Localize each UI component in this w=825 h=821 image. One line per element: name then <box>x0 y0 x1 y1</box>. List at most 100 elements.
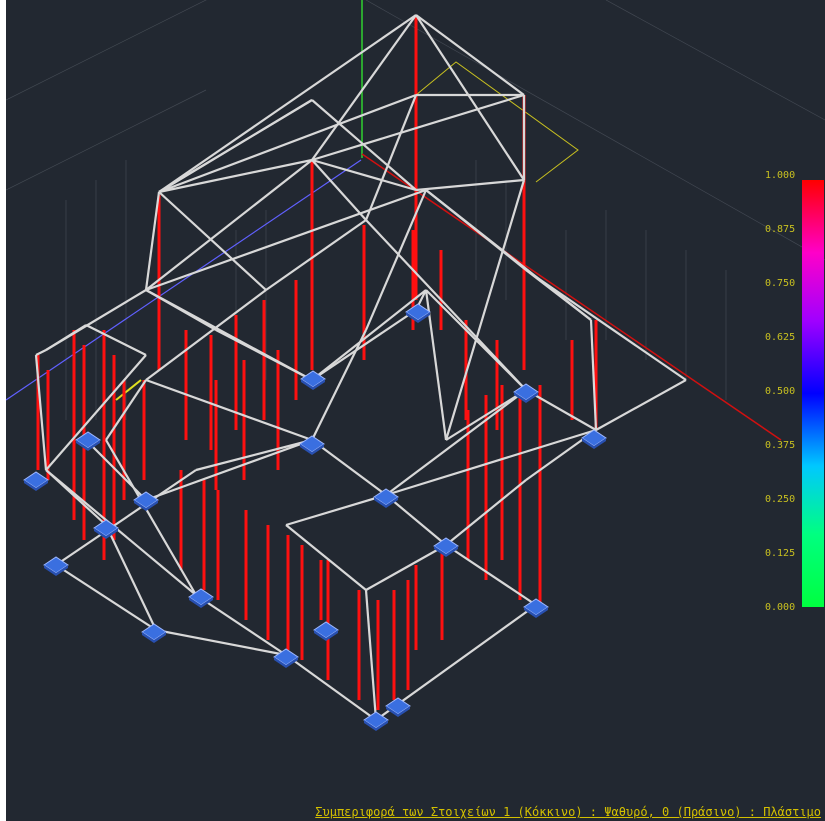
frame-member <box>364 94 418 221</box>
frame-member <box>445 544 537 606</box>
frame-member <box>145 289 267 381</box>
frame-member <box>158 93 417 194</box>
frame-member <box>195 438 313 472</box>
coordinate-axes <box>6 0 782 441</box>
support-footing-base <box>301 379 325 390</box>
support-footing-base <box>406 312 430 323</box>
frame-member <box>445 389 527 441</box>
frame-member <box>155 628 287 657</box>
support-footing <box>405 303 431 321</box>
frame-member <box>311 93 525 162</box>
frame-member <box>105 524 157 631</box>
support-footing-base <box>314 630 338 641</box>
frame-member <box>385 494 447 546</box>
legend-tick-label: 0.750 <box>765 278 796 289</box>
legend-tick-label: 0.625 <box>765 332 796 343</box>
legend-tick-label: 0.875 <box>765 224 796 235</box>
legend-tick-label: 0.500 <box>765 386 796 397</box>
selection-outline <box>415 61 579 183</box>
3d-model-canvas[interactable]: 1.000 0.875 0.750 0.625 0.500 0.375 0.25… <box>6 0 825 821</box>
support-footing-base <box>142 632 166 643</box>
ground-grid <box>6 0 825 420</box>
support-footing-base <box>374 497 398 508</box>
support-footing <box>385 697 411 715</box>
frame-member <box>55 469 197 566</box>
support-footing-base <box>524 607 548 618</box>
frame-member <box>55 564 157 631</box>
yellow-member <box>115 379 142 401</box>
frame-member <box>105 439 197 596</box>
frame-members-group <box>34 14 687 721</box>
frame-member <box>525 269 687 381</box>
support-footing-base <box>300 444 324 455</box>
frame-member <box>45 469 197 596</box>
frame-member <box>158 191 267 291</box>
support-footing-base <box>434 546 458 557</box>
support-footing <box>273 648 299 666</box>
frame-member <box>215 329 313 381</box>
frame-member <box>365 219 527 391</box>
support-footing-base <box>386 706 410 717</box>
frame-member <box>285 654 377 721</box>
support-footing <box>299 435 325 453</box>
frame-member <box>311 159 367 221</box>
support-footing <box>23 471 49 489</box>
frame-member <box>145 438 313 502</box>
frame-member <box>35 349 47 356</box>
frame-member <box>158 14 417 193</box>
legend-tick-label: 0.125 <box>765 548 796 559</box>
frame-member <box>311 14 417 161</box>
frame-member <box>158 158 313 194</box>
frame-member <box>85 439 147 501</box>
frame-member <box>145 378 313 442</box>
columns-group <box>36 15 598 710</box>
frame-member <box>444 179 526 441</box>
frame-member <box>425 189 592 321</box>
frame-member <box>265 219 367 291</box>
axis-z-line <box>6 159 362 401</box>
support-footing-base <box>44 565 68 576</box>
frame-member <box>158 99 313 193</box>
frame-member <box>195 594 287 656</box>
frame-member <box>144 191 161 291</box>
frame-member <box>45 469 107 526</box>
frame-member <box>415 14 525 96</box>
frame-member <box>415 14 525 181</box>
frame-member <box>145 159 313 291</box>
support-footing-base <box>76 440 100 451</box>
support-footing <box>141 623 167 641</box>
frame-member <box>525 389 597 431</box>
frame-member <box>415 178 525 192</box>
support-footing-base <box>274 657 298 668</box>
frame-member <box>445 479 527 546</box>
frame-member <box>145 188 427 292</box>
support-footing-base <box>514 392 538 403</box>
frame-member <box>385 428 597 497</box>
support-footing-base <box>94 528 118 539</box>
support-footing <box>523 598 549 616</box>
frame-member <box>385 389 527 496</box>
legend-tick-label: 0.000 <box>765 602 796 613</box>
support-footing-base <box>189 597 213 608</box>
frame-member <box>285 524 367 591</box>
status-caption: Συμπεριφορά των Στοιχείων 1 (Κόκκινο) : … <box>315 805 821 819</box>
frame-member <box>311 158 417 192</box>
frame-member <box>85 324 147 356</box>
legend-tick-label: 0.250 <box>765 494 796 505</box>
frame-member <box>595 379 687 431</box>
support-footing <box>75 431 101 449</box>
frame-member <box>45 354 147 471</box>
frame-member <box>311 309 417 381</box>
frame-member <box>364 189 428 331</box>
frame-member <box>45 324 87 351</box>
frame-member <box>311 329 367 441</box>
frame-member <box>589 319 598 431</box>
frame-member <box>311 439 387 496</box>
support-footing-base <box>582 438 606 449</box>
frame-member <box>311 99 417 191</box>
legend-gradient-bar <box>802 180 824 607</box>
structure-3d-view[interactable] <box>6 0 825 821</box>
support-footing-base <box>134 500 158 511</box>
support-footing <box>313 621 339 639</box>
